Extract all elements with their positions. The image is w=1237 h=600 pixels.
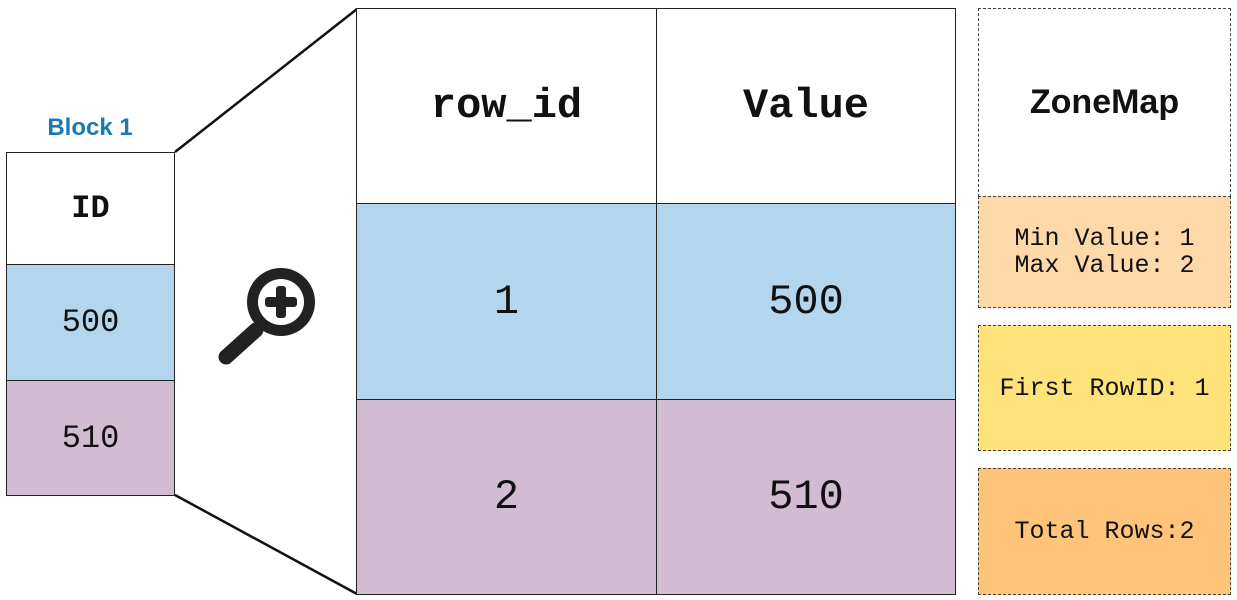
- zonemap-minmax-box: Min Value: 1 Max Value: 2: [978, 196, 1231, 308]
- zoom-in-magnifier-icon: [218, 268, 315, 365]
- block-label: Block 1: [47, 114, 133, 141]
- big-table-header-row-id: row_id: [356, 8, 657, 204]
- big-table-cell: 510: [656, 399, 956, 595]
- zonemap-first-rowid: First RowID: 1: [978, 325, 1231, 451]
- zonemap-title: ZoneMap: [978, 8, 1231, 197]
- big-table-cell: 1: [356, 203, 657, 400]
- small-table-row: 510: [6, 380, 175, 496]
- small-table-header: ID: [6, 152, 175, 265]
- zonemap-max-value: Max Value: 2: [1014, 251, 1195, 280]
- big-table-cell: 2: [356, 399, 657, 595]
- zonemap-total-rows: Total Rows:2: [978, 468, 1231, 595]
- zoom-line-bottom: [174, 493, 358, 596]
- zoom-line-top: [174, 8, 358, 153]
- zonemap-min-value: Min Value: 1: [1014, 224, 1195, 253]
- big-table-header-value: Value: [656, 8, 956, 204]
- big-table-cell: 500: [656, 203, 956, 400]
- small-table-row: 500: [6, 264, 175, 381]
